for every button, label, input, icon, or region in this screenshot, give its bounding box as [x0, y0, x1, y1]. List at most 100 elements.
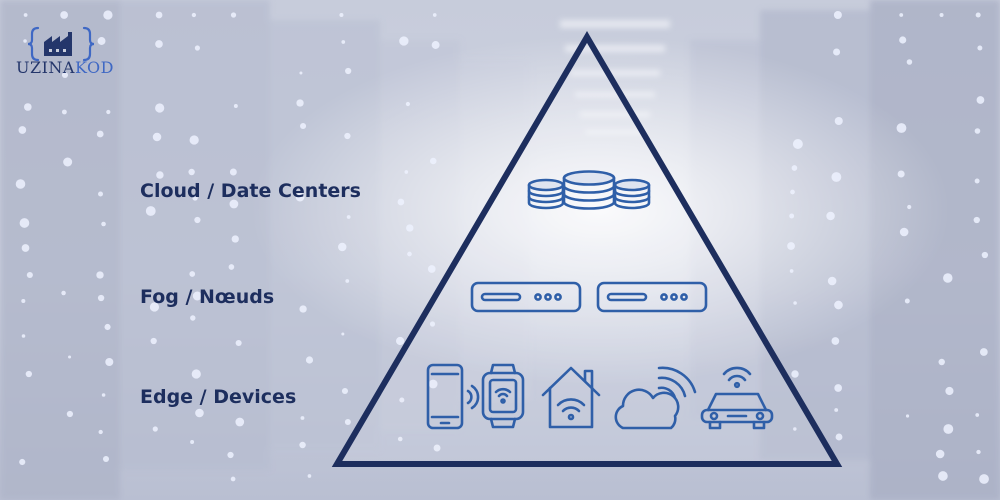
rack-led-light	[428, 379, 438, 389]
rack-led-light	[896, 123, 907, 133]
rack-led-light	[977, 45, 983, 51]
rack-led-light	[790, 189, 795, 195]
cloud-wifi-icon	[614, 366, 697, 430]
rack-led-light	[192, 291, 202, 301]
rack-led-light	[189, 271, 196, 277]
rack-led-light	[433, 444, 441, 452]
rack-led-light	[789, 269, 794, 273]
rack-led-light	[190, 440, 195, 444]
rack-led-light	[974, 128, 981, 134]
tier-label-fog: Fog / Nœuds	[140, 286, 275, 308]
rack-led-light	[97, 37, 106, 45]
rack-led-light	[61, 71, 68, 79]
rack-led-light	[405, 101, 411, 107]
rack-led-light	[23, 13, 28, 17]
rack-led-light	[300, 416, 305, 420]
rack-led-light	[344, 132, 351, 140]
rack-led-light	[904, 298, 910, 304]
rack-led-light	[973, 216, 980, 224]
rack-led-light	[833, 48, 841, 56]
pyramid-triangle	[331, 31, 843, 467]
rack-led-light	[307, 474, 312, 478]
rack-led-light	[191, 369, 201, 379]
rack-led-light	[407, 251, 412, 257]
rack-led-light	[974, 178, 980, 184]
rack-led-light	[943, 424, 954, 434]
rack-led-light	[897, 170, 905, 178]
factory-brackets-icon	[27, 26, 95, 62]
rack-led-light	[229, 199, 239, 209]
rack-led-light	[979, 348, 988, 356]
rack-led-light	[19, 218, 30, 228]
database-stack-icon	[613, 178, 651, 210]
rack-led-light	[305, 356, 314, 364]
rack-led-light	[227, 451, 234, 459]
rack-led-light	[899, 13, 904, 17]
rack-led-light	[299, 71, 303, 75]
server-unit-icon	[470, 281, 582, 313]
rack-led-light	[149, 302, 160, 312]
rack-led-light	[152, 132, 162, 142]
rack-led-light	[150, 337, 157, 345]
rack-led-light	[406, 224, 414, 232]
rack-led-light	[429, 321, 436, 327]
rack-led-light	[397, 436, 403, 442]
rack-led-light	[98, 191, 103, 197]
rack-led-light	[101, 221, 106, 227]
rack-led-light	[104, 323, 111, 331]
rack-led-light	[24, 103, 32, 111]
rack-led-light	[19, 458, 26, 466]
rack-led-light	[21, 334, 26, 338]
rack-led-light	[938, 471, 948, 481]
smart-home-wifi-icon	[541, 366, 601, 429]
rack-led-light	[397, 198, 405, 206]
rack-led-light	[235, 417, 245, 427]
rack-led-light	[399, 397, 405, 403]
tier-label-edge: Edge / Devices	[140, 386, 297, 408]
rack-led-light	[345, 67, 352, 75]
smartwatch-wifi-icon	[481, 363, 525, 429]
smartphone-wifi-icon	[426, 363, 480, 430]
connected-car-icon	[700, 366, 774, 430]
rack-led-light	[899, 227, 909, 237]
rack-led-light	[945, 386, 954, 396]
rack-led-light	[195, 408, 204, 418]
rack-led-light	[192, 195, 198, 201]
rack-led-light	[190, 315, 196, 321]
rack-led-light	[300, 122, 307, 130]
rack-led-light	[194, 45, 200, 51]
rack-led-light	[188, 168, 195, 176]
rack-led-light	[399, 36, 409, 46]
rack-led-light	[230, 476, 236, 482]
rack-led-light	[194, 216, 201, 224]
rack-led-light	[230, 12, 237, 18]
rack-led-light	[102, 455, 110, 463]
rack-led-light	[106, 109, 111, 115]
rack-led-light	[939, 13, 944, 17]
rack-led-light	[96, 130, 104, 138]
brand-logo-text: UZINAKOD	[16, 58, 114, 77]
rack-led-light	[404, 170, 409, 174]
rack-led-light	[834, 116, 843, 126]
rack-led-light	[152, 426, 158, 432]
rack-led-light	[145, 206, 156, 216]
rack-led-light	[831, 337, 840, 345]
rack-led-light	[341, 387, 349, 395]
rack-led-light	[229, 168, 237, 176]
rack-led-light	[155, 40, 163, 48]
rack-led-light	[943, 273, 953, 283]
rack-led-light	[834, 384, 843, 392]
rack-led-light	[981, 251, 989, 259]
rack-led-light	[21, 298, 26, 304]
rack-led-light	[233, 104, 238, 108]
rack-led-light	[63, 157, 73, 167]
rack-led-light	[338, 242, 347, 252]
rack-led-light	[344, 418, 351, 426]
rack-led-light	[834, 300, 843, 310]
rack-led-light	[834, 408, 839, 412]
rack-led-light	[228, 264, 235, 270]
rack-led-light	[906, 59, 913, 65]
rack-led-light	[792, 139, 803, 149]
